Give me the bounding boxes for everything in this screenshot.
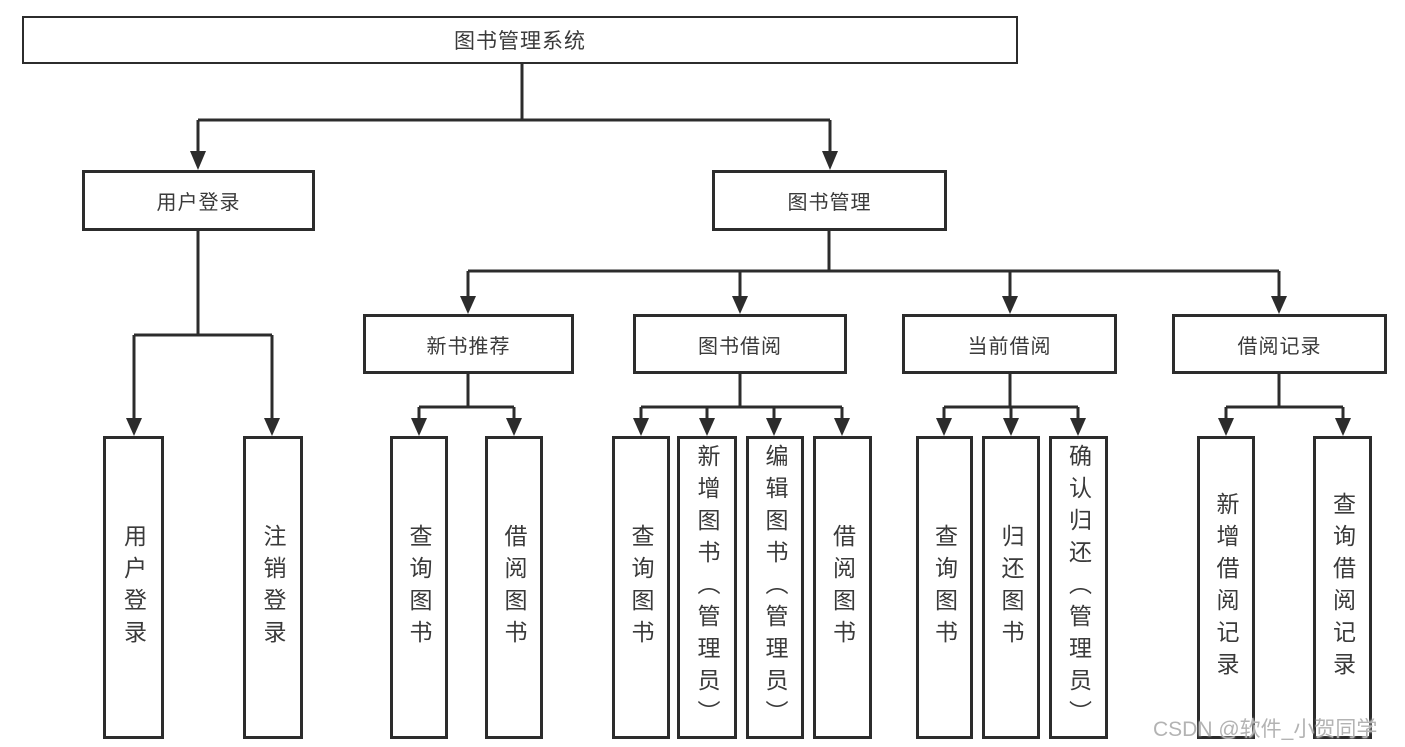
node-new-book-recommendation-label: 新书推荐 — [426, 335, 511, 358]
leaf-borrow-books: 借阅图书 — [813, 436, 872, 739]
node-borrowing-records: 借阅记录 — [1172, 314, 1387, 374]
leaf-user-login: 用户登录 — [103, 436, 164, 739]
node-book-management-label: 图书管理 — [787, 192, 872, 214]
leaf-borrow-books-recommend-label: 借阅图书 — [501, 523, 527, 652]
leaf-return-books: 归还图书 — [982, 436, 1040, 739]
leaf-borrow-books-recommend: 借阅图书 — [485, 436, 543, 739]
leaf-add-borrow-record: 新增借阅记录 — [1197, 436, 1255, 739]
node-current-borrowing: 当前借阅 — [902, 314, 1117, 374]
node-root-label: 图书管理系统 — [454, 30, 586, 53]
leaf-query-books-recommend: 查询图书 — [390, 436, 448, 739]
node-book-borrowing-label: 图书借阅 — [698, 335, 782, 358]
leaf-confirm-return-admin: 确认归还（管理员） — [1049, 436, 1108, 739]
connector-root-to-level2 — [196, 64, 832, 153]
connector-user-login-to-leaves — [132, 231, 274, 419]
node-root: 图书管理系统 — [22, 16, 1018, 64]
node-book-management: 图书管理 — [712, 170, 947, 231]
connector-book-borrowing-to-leaves — [639, 374, 844, 419]
leaf-query-borrow-record: 查询借阅记录 — [1313, 436, 1372, 739]
node-user-login: 用户登录 — [82, 170, 315, 231]
csdn-watermark: CSDN @软件_小贺同学 — [1153, 718, 1378, 741]
leaf-query-books-borrowing-label: 查询图书 — [628, 523, 654, 652]
node-current-borrowing-label: 当前借阅 — [967, 335, 1052, 358]
connector-borrow-records-to-leaves — [1224, 374, 1345, 419]
leaf-user-login-label: 用户登录 — [120, 523, 147, 652]
leaf-query-borrow-record-label: 查询借阅记录 — [1329, 491, 1356, 684]
leaf-edit-book-admin: 编辑图书（管理员） — [746, 436, 804, 739]
leaf-query-books-current: 查询图书 — [916, 436, 973, 739]
node-borrowing-records-label: 借阅记录 — [1237, 335, 1322, 358]
leaf-logout: 注销登录 — [243, 436, 303, 739]
leaf-confirm-return-admin-label: 确认归还（管理员） — [1065, 443, 1092, 732]
connector-new-book-to-leaves — [417, 374, 516, 419]
node-user-login-label: 用户登录 — [156, 192, 241, 214]
leaf-edit-book-admin-label: 编辑图书（管理员） — [762, 443, 788, 732]
leaf-add-borrow-record-label: 新增借阅记录 — [1213, 491, 1239, 684]
connector-book-mgmt-to-level3 — [466, 231, 1281, 297]
leaf-add-book-admin: 新增图书（管理员） — [677, 436, 737, 739]
leaf-borrow-books-label: 借阅图书 — [829, 523, 856, 652]
connector-current-borrowing-to-leaves — [942, 374, 1080, 419]
node-book-borrowing: 图书借阅 — [633, 314, 847, 374]
leaf-query-books-current-label: 查询图书 — [931, 523, 958, 652]
leaf-query-books-borrowing: 查询图书 — [612, 436, 670, 739]
node-new-book-recommendation: 新书推荐 — [363, 314, 574, 374]
leaf-return-books-label: 归还图书 — [998, 523, 1024, 652]
leaf-query-books-recommend-label: 查询图书 — [406, 523, 432, 652]
leaf-logout-label: 注销登录 — [260, 523, 286, 652]
leaf-add-book-admin-label: 新增图书（管理员） — [694, 443, 720, 732]
